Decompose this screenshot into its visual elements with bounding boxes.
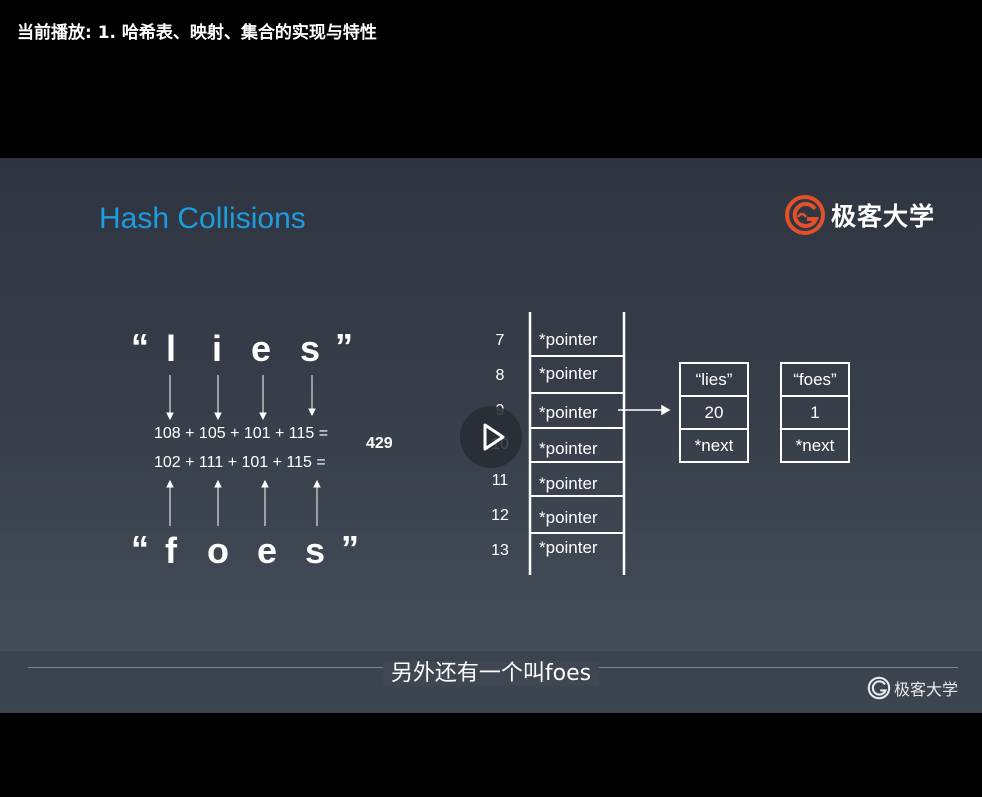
node-value: 20 — [681, 397, 747, 430]
list-node-foes: “foes” 1 *next — [780, 362, 850, 463]
open-quote: “ — [131, 528, 149, 569]
brand-text: 极客大学 — [831, 202, 936, 231]
brand-logo: 极客大学 — [785, 195, 935, 235]
bucket-index: 8 — [495, 367, 505, 384]
open-quote: “ — [131, 326, 149, 367]
bucket-pointer: *pointer — [539, 538, 598, 557]
bucket-pointer: *pointer — [539, 474, 598, 493]
bucket-pointer: *pointer — [539, 508, 598, 527]
video-frame[interactable]: Hash Collisions 极客大学 “ l i e s ” “ f o e… — [0, 158, 982, 713]
watermark: 极客大学 — [867, 676, 958, 700]
top-bar: 当前播放: 1. 哈希表、映射、集合的实现与特性 — [0, 0, 982, 158]
bucket-index: 13 — [491, 542, 509, 559]
letter-s: s — [300, 328, 321, 369]
letter-o: o — [207, 530, 229, 571]
subtitle-caption: 另外还有一个叫foes — [382, 661, 600, 686]
geek-logo-icon — [867, 676, 891, 700]
now-playing-title: 当前播放: 1. 哈希表、映射、集合的实现与特性 — [17, 23, 377, 43]
watermark-text: 极客大学 — [894, 680, 959, 699]
bucket-index: 11 — [491, 472, 509, 489]
geek-logo-icon — [785, 195, 825, 235]
letter-l: l — [166, 328, 177, 369]
bucket-pointer: *pointer — [539, 364, 598, 383]
ascii-sum-foes: 102 + 111 + 101 + 115 = — [154, 454, 326, 471]
node-next: *next — [694, 436, 734, 455]
letter-e: e — [257, 530, 278, 571]
play-icon — [483, 423, 505, 451]
letter-i: i — [212, 328, 223, 369]
close-quote: ” — [341, 528, 359, 569]
letter-f: f — [165, 530, 177, 571]
bucket-pointer: *pointer — [539, 403, 598, 422]
letter-e: e — [251, 328, 272, 369]
bucket-index: 12 — [491, 507, 509, 524]
close-quote: ” — [335, 326, 353, 367]
bucket-pointer: *pointer — [539, 439, 598, 458]
letter-arrows — [166, 312, 671, 575]
bucket-index: 7 — [495, 332, 505, 349]
node-key: “lies” — [681, 364, 747, 397]
node-next: *next — [795, 436, 835, 455]
bucket-pointer: *pointer — [539, 330, 598, 349]
bottom-bar — [0, 713, 982, 797]
list-node-lies: “lies” 20 *next — [679, 362, 749, 463]
letter-s: s — [305, 530, 326, 571]
play-button[interactable] — [460, 406, 522, 468]
hash-result: 429 — [366, 435, 393, 452]
node-value: 1 — [782, 397, 848, 430]
node-key: “foes” — [782, 364, 848, 397]
slide-title: Hash Collisions — [99, 202, 306, 235]
ascii-sum-lies: 108 + 105 + 101 + 115 = — [154, 425, 329, 442]
subtitle-text: 另外还有一个叫foes — [0, 655, 982, 687]
